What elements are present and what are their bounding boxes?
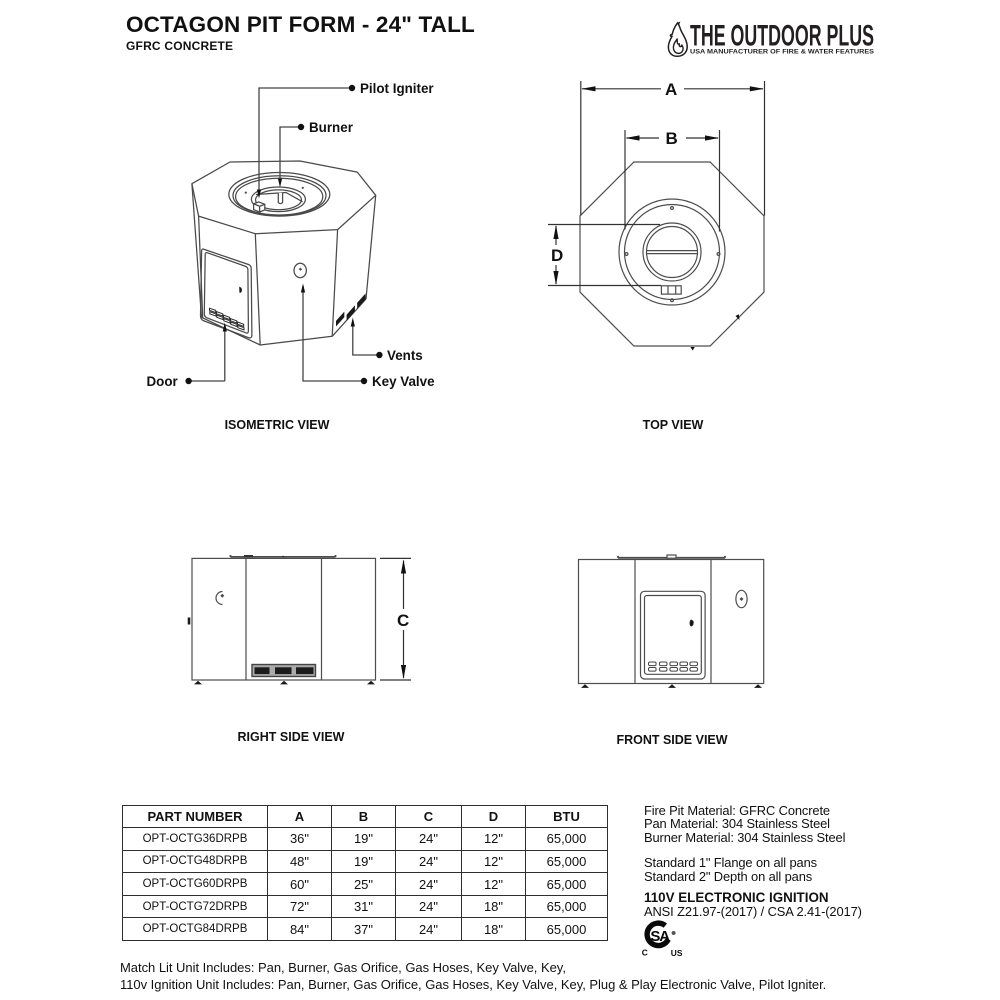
svg-text:C: C [642,948,648,958]
svg-text:THE OUTDOOR PLUS: THE OUTDOOR PLUS [690,19,874,52]
svg-text:US: US [671,948,683,958]
svg-text:USA MANUFACTURER OF FIRE & WAT: USA MANUFACTURER OF FIRE & WATER FEATURE… [690,49,875,56]
svg-text:SA: SA [650,928,670,945]
